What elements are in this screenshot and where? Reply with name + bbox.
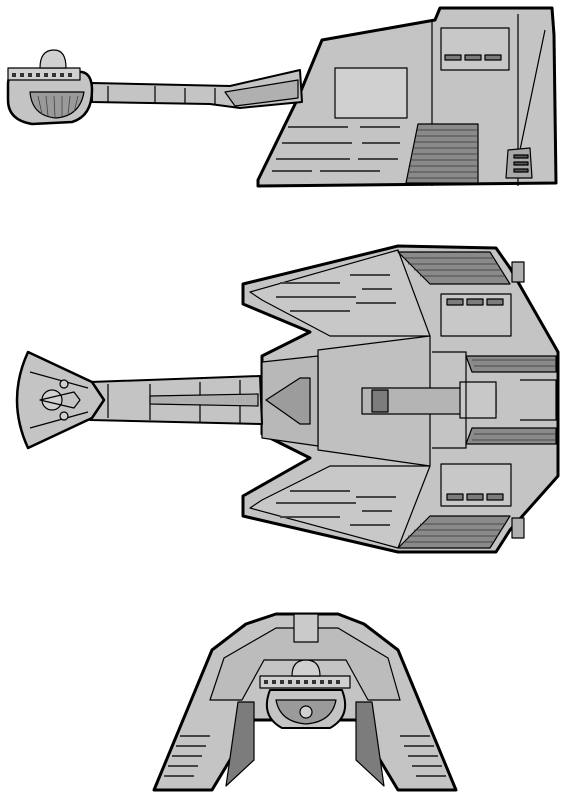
side-grill [405, 123, 479, 184]
front-pod-dome [291, 659, 321, 677]
front-right-wall [355, 701, 385, 787]
side-pod-dome [39, 49, 67, 69]
front-left-wall [225, 701, 255, 787]
top-lower-wing [249, 465, 431, 549]
side-upper-panel [334, 67, 408, 119]
front-top-hatch [293, 613, 319, 643]
side-top-module [440, 27, 510, 71]
top-upper-wing [249, 249, 431, 337]
